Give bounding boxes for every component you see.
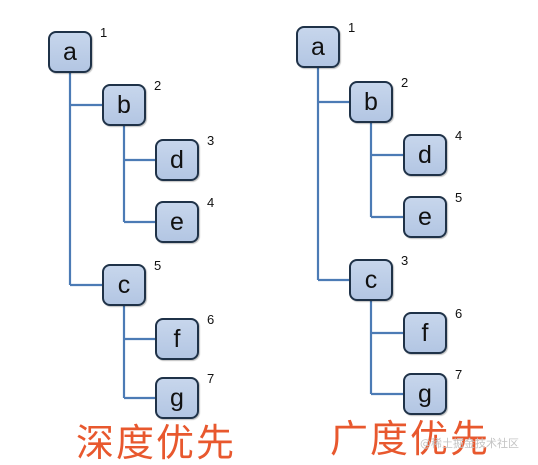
bfs-node-f: f [403, 312, 447, 354]
bfs-node-c: c [349, 259, 393, 301]
dfs-order-d: 3 [207, 133, 215, 148]
dfs-order-c: 5 [154, 258, 162, 273]
bfs-node-b: b [349, 81, 393, 123]
bfs-order-a: 1 [348, 20, 356, 35]
bfs-order-b: 2 [401, 75, 409, 90]
bfs-order-f: 6 [455, 306, 463, 321]
dfs-node-d: d [155, 139, 199, 181]
bfs-order-e: 5 [455, 190, 463, 205]
bfs-node-a: a [296, 26, 340, 68]
bfs-node-e: e [403, 196, 447, 238]
dfs-order-f: 6 [207, 312, 215, 327]
bfs-order-d: 4 [455, 128, 463, 143]
dfs-node-g: g [155, 377, 199, 419]
dfs-order-e: 4 [207, 195, 215, 210]
dfs-node-e: e [155, 201, 199, 243]
bfs-node-d: d [403, 134, 447, 176]
dfs-node-a: a [48, 31, 92, 73]
dfs-node-c: c [102, 264, 146, 306]
dfs-order-g: 7 [207, 371, 215, 386]
bfs-node-g: g [403, 373, 447, 415]
dfs-node-f: f [155, 318, 199, 360]
dfs-node-b: b [102, 84, 146, 126]
watermark: @稀土掘金技术社区 [420, 437, 519, 450]
dfs-order-b: 2 [154, 78, 162, 93]
bfs-order-g: 7 [455, 367, 463, 382]
dfs-order-a: 1 [100, 25, 108, 40]
dfs-caption: 深度优先 [76, 421, 237, 465]
bfs-caption: 广度优先 [330, 417, 491, 461]
bfs-order-c: 3 [401, 253, 409, 268]
